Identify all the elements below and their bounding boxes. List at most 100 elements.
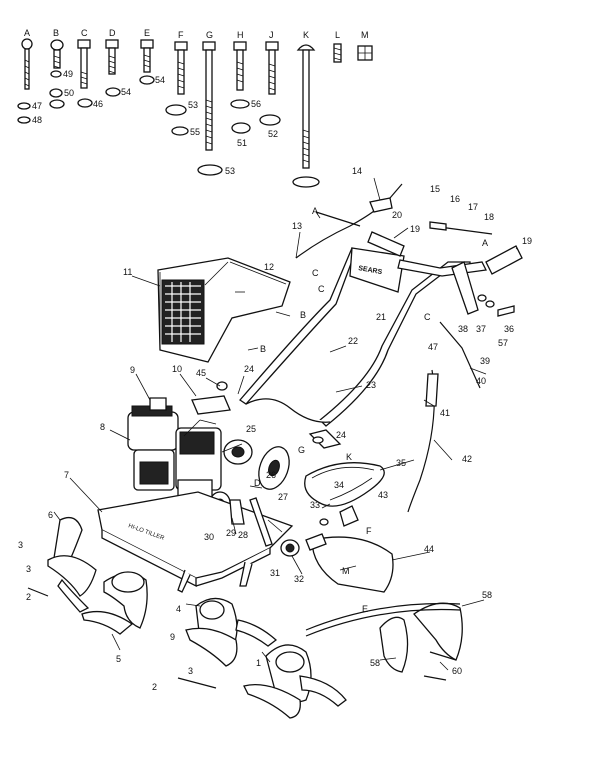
engine-shield bbox=[157, 257, 291, 363]
shield-grille bbox=[161, 279, 205, 345]
letter-f: F bbox=[178, 30, 184, 40]
letter-c: C bbox=[81, 28, 88, 38]
callout-28: 28 bbox=[238, 530, 248, 540]
num-51: 51 bbox=[237, 138, 247, 148]
callout-47: 47 bbox=[428, 342, 438, 352]
letter-l: L bbox=[335, 30, 340, 40]
bolt-g bbox=[202, 41, 216, 151]
leader-lines bbox=[53, 177, 519, 671]
callout-c2: C bbox=[318, 284, 325, 294]
bolt-j bbox=[265, 41, 279, 95]
callout-25: 25 bbox=[246, 424, 256, 434]
callout-45: 45 bbox=[196, 368, 206, 378]
letter-d: D bbox=[109, 28, 116, 38]
callout-18: 18 bbox=[484, 212, 494, 222]
callout-c1: C bbox=[312, 268, 319, 278]
callout-58a: 58 bbox=[482, 590, 492, 600]
callout-4: 4 bbox=[176, 604, 181, 614]
callout-b2: B bbox=[260, 344, 266, 354]
washers-nuts bbox=[17, 70, 320, 188]
callout-42: 42 bbox=[462, 454, 472, 464]
callout-41: 41 bbox=[440, 408, 450, 418]
bolt-k bbox=[296, 44, 316, 169]
callout-m: M bbox=[342, 566, 350, 576]
callout-3c: 3 bbox=[188, 666, 193, 676]
callout-f: F bbox=[366, 526, 372, 536]
letter-a: A bbox=[24, 28, 30, 38]
callout-37: 37 bbox=[476, 324, 486, 334]
callout-24b: 24 bbox=[336, 430, 346, 440]
handle-assembly: SEARS bbox=[239, 231, 523, 449]
callout-12: 12 bbox=[264, 262, 274, 272]
bolt-f bbox=[174, 41, 188, 95]
callout-19b: 19 bbox=[522, 236, 532, 246]
control-cables bbox=[295, 183, 515, 513]
small-parts bbox=[191, 381, 359, 551]
callout-27: 27 bbox=[278, 492, 288, 502]
callout-g: G bbox=[298, 445, 305, 455]
callout-15: 15 bbox=[430, 184, 440, 194]
num-54a: 54 bbox=[121, 87, 131, 97]
tine-shield-deck: HI-LO TILLER bbox=[97, 491, 294, 593]
callout-3a: 3 bbox=[18, 540, 23, 550]
callout-30: 30 bbox=[204, 532, 214, 542]
callout-3b: 3 bbox=[26, 564, 31, 574]
hardware-row bbox=[17, 38, 373, 188]
callout-14: 14 bbox=[352, 166, 362, 176]
callout-13: 13 bbox=[292, 221, 302, 231]
callout-35: 35 bbox=[396, 458, 406, 468]
callout-7: 7 bbox=[64, 470, 69, 480]
callout-23: 23 bbox=[366, 380, 376, 390]
num-50: 50 bbox=[64, 88, 74, 98]
callout-31: 31 bbox=[270, 568, 280, 578]
callout-2a: 2 bbox=[26, 592, 31, 602]
callout-c3: C bbox=[424, 312, 431, 322]
tine-assemblies bbox=[27, 516, 463, 719]
brand-label: SEARS bbox=[358, 265, 383, 276]
callout-21: 21 bbox=[376, 312, 386, 322]
callout-k: K bbox=[346, 452, 352, 462]
callout-b1: B bbox=[300, 310, 306, 320]
letter-b: B bbox=[53, 28, 59, 38]
callout-a1: A bbox=[312, 206, 318, 216]
callout-38: 38 bbox=[458, 324, 468, 334]
callout-11: 11 bbox=[123, 267, 132, 277]
bolt-a bbox=[21, 38, 33, 90]
belt-guard bbox=[280, 536, 394, 593]
callout-26: 26 bbox=[266, 470, 276, 480]
callout-1: 1 bbox=[256, 658, 261, 668]
callout-57: 57 bbox=[498, 338, 508, 348]
callout-22: 22 bbox=[348, 336, 358, 346]
callout-32: 32 bbox=[294, 574, 304, 584]
callout-6: 6 bbox=[48, 510, 53, 520]
callout-10: 10 bbox=[172, 364, 182, 374]
callout-5: 5 bbox=[116, 654, 121, 664]
callout-33: 33 bbox=[310, 500, 320, 510]
callout-9b: 9 bbox=[170, 632, 175, 642]
callout-58b: 58 bbox=[370, 658, 380, 668]
callout-17: 17 bbox=[468, 202, 478, 212]
letter-k: K bbox=[303, 30, 309, 40]
callout-16: 16 bbox=[450, 194, 460, 204]
callout-29: 29 bbox=[226, 528, 236, 538]
callout-d: D bbox=[254, 478, 261, 488]
callout-36: 36 bbox=[504, 324, 514, 334]
callout-24a: 24 bbox=[244, 364, 254, 374]
callout-20: 20 bbox=[392, 210, 402, 220]
hardware-number-labels: 47 48 49 50 46 54 54 53 55 56 51 52 53 bbox=[32, 69, 278, 176]
callout-labels: 11 B B 9 10 45 24 8 7 12 13 A 14 20 19 1… bbox=[18, 166, 532, 692]
nut-m bbox=[357, 45, 373, 61]
letter-m: M bbox=[361, 30, 369, 40]
hardware-letter-labels: A B C D E F G H J K L M bbox=[24, 28, 369, 40]
bolt-c bbox=[77, 39, 91, 89]
callout-8: 8 bbox=[100, 422, 105, 432]
pulley-and-belt bbox=[258, 446, 385, 507]
callout-60: 60 bbox=[452, 666, 462, 676]
callout-44: 44 bbox=[424, 544, 434, 554]
num-54b: 54 bbox=[155, 75, 165, 85]
num-53a: 53 bbox=[188, 100, 198, 110]
callout-43: 43 bbox=[378, 490, 388, 500]
letter-g: G bbox=[206, 30, 213, 40]
bolt-d bbox=[105, 39, 119, 75]
